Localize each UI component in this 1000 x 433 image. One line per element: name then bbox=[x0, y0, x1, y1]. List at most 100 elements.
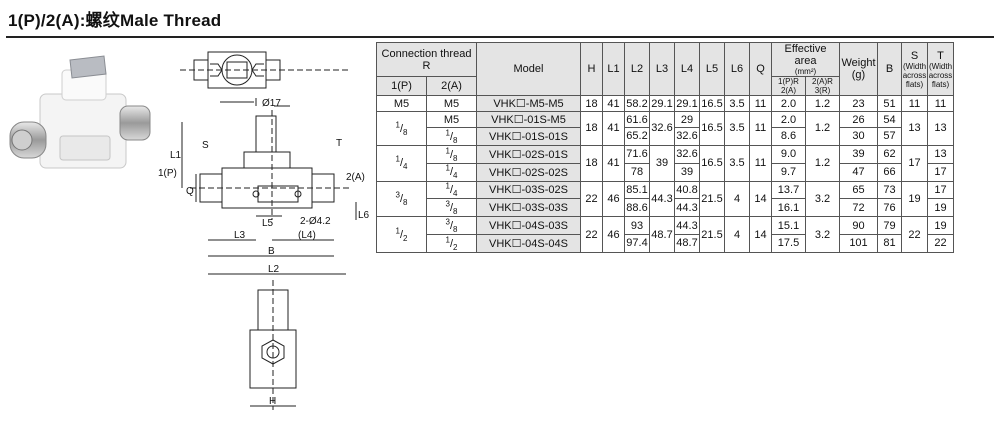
frac-den: 8 bbox=[403, 198, 408, 208]
cell-t: 22 bbox=[927, 234, 954, 253]
cell-model: VHK☐-03S-02S bbox=[476, 180, 581, 200]
cell-l1: 41 bbox=[602, 95, 625, 112]
cell-h: 22 bbox=[580, 180, 603, 218]
label-port2: 2(A) bbox=[346, 172, 365, 183]
cell-t: 11 bbox=[927, 95, 954, 112]
frac-den: 4 bbox=[403, 162, 408, 172]
cell-l3: 44.3 bbox=[649, 180, 675, 218]
cell-weight: 26 bbox=[839, 111, 878, 128]
cell-l1: 46 bbox=[602, 180, 625, 218]
frac-den: 8 bbox=[453, 225, 458, 235]
cell-model: VHK☐-01S-M5 bbox=[476, 111, 581, 128]
label-s: S bbox=[202, 140, 209, 151]
page-title: 1(P)/2(A):螺纹Male Thread bbox=[8, 11, 222, 30]
cell-l3: 48.7 bbox=[649, 216, 675, 253]
cell-model: VHK☐-M5-M5 bbox=[476, 95, 581, 112]
cell-model: VHK☐-04S-03S bbox=[476, 216, 581, 236]
cell-eff-a: 17.5 bbox=[771, 234, 806, 253]
cell-l6: 3.5 bbox=[724, 144, 750, 182]
cell-model: VHK☐-03S-03S bbox=[476, 198, 581, 218]
cell-b: 66 bbox=[877, 162, 902, 182]
cell-weight: 23 bbox=[839, 95, 878, 112]
cell-s: 17 bbox=[901, 144, 928, 182]
cell-l5: 16.5 bbox=[699, 111, 725, 146]
table-row: 1/4 1/8 VHK☐-02S-01S 18 41 71.6 39 32.6 … bbox=[376, 144, 954, 182]
cell-l6: 4 bbox=[724, 216, 750, 253]
frac-den: 8 bbox=[453, 135, 458, 145]
header-l4: L4 bbox=[674, 42, 700, 96]
cell-model: VHK☐-04S-04S bbox=[476, 234, 581, 253]
cell-eff-b: 3.2 bbox=[805, 180, 840, 218]
header-conn-r: R bbox=[422, 59, 431, 72]
cell-b: 73 bbox=[877, 180, 902, 200]
cell-l4: 48.7 bbox=[674, 234, 700, 253]
cell-eff-b: 3.2 bbox=[805, 216, 840, 253]
header-effective-area: Effective area(mm²) bbox=[771, 42, 840, 77]
cell-l4: 44.3 bbox=[674, 198, 700, 218]
frac-den: 8 bbox=[453, 153, 458, 163]
cell-l2: 58.2 bbox=[624, 95, 650, 112]
cell-2a: M5 bbox=[426, 95, 477, 112]
header-l6: L6 bbox=[724, 42, 750, 96]
cell-s: 19 bbox=[901, 180, 928, 218]
frac-num: 1 bbox=[445, 235, 450, 245]
cell-q: 14 bbox=[749, 216, 772, 253]
label-hole: 2-Ø4.2 bbox=[300, 216, 331, 227]
label-l4: (L4) bbox=[298, 230, 316, 241]
cell-l6: 3.5 bbox=[724, 95, 750, 112]
cell-b: 79 bbox=[877, 216, 902, 236]
cell-eff-b: 1.2 bbox=[805, 111, 840, 146]
frac-num: 1 bbox=[395, 120, 400, 129]
header-eff-a: 1(P)R 2(A) bbox=[771, 76, 806, 96]
frac-num: 3 bbox=[445, 217, 450, 227]
cell-t: 17 bbox=[927, 162, 954, 182]
cell-2a: M5 bbox=[426, 111, 477, 128]
cell-s: 22 bbox=[901, 216, 928, 253]
cell-eff-a: 9.7 bbox=[771, 162, 806, 182]
cell-l2: 88.6 bbox=[624, 198, 650, 218]
table-row: 3/8 1/4 VHK☐-03S-02S 22 46 85.1 44.3 40.… bbox=[376, 180, 954, 218]
cell-b: 76 bbox=[877, 198, 902, 218]
label-l3: L3 bbox=[234, 230, 246, 241]
frac-den: 8 bbox=[403, 127, 408, 137]
cell-1p: 1/8 bbox=[376, 111, 427, 146]
cell-s: 11 bbox=[901, 95, 928, 112]
table-row: 1/2 3/8 VHK☐-04S-03S 22 46 93 48.7 44.3 … bbox=[376, 216, 954, 253]
header-conn-text: Connection thread bbox=[381, 47, 472, 60]
table-row: 3/8 VHK☐-03S-03S 88.6 44.3 16.1 72 76 19 bbox=[377, 198, 954, 218]
cell-l6: 4 bbox=[724, 180, 750, 218]
frac-num: 1 bbox=[445, 181, 450, 191]
label-b: B bbox=[268, 246, 275, 257]
cell-l4: 32.6 bbox=[674, 127, 700, 146]
cell-l5: 16.5 bbox=[699, 144, 725, 182]
cell-h: 18 bbox=[580, 111, 603, 146]
cell-l5: 16.5 bbox=[699, 95, 725, 112]
table-row: M5 M5 VHK☐-M5-M5 18 41 58.2 29.1 29.1 16… bbox=[376, 95, 954, 112]
cell-eff-b: 1.2 bbox=[805, 95, 840, 112]
cell-eff-a: 16.1 bbox=[771, 198, 806, 218]
cell-l1: 46 bbox=[602, 216, 625, 253]
header-weight-unit: (g) bbox=[851, 69, 866, 81]
cell-t: 17 bbox=[927, 180, 954, 200]
cell-l4: 29.1 bbox=[674, 95, 700, 112]
cell-b: 54 bbox=[877, 111, 902, 128]
cell-l1: 41 bbox=[602, 111, 625, 146]
table-row: 1/8 M5 VHK☐-01S-M5 18 41 61.6 32.6 29 16… bbox=[376, 111, 954, 146]
header-t-text: T bbox=[937, 49, 944, 62]
cell-eff-a: 2.0 bbox=[771, 111, 806, 128]
table-row: 1/2 VHK☐-04S-04S 97.4 48.7 17.5 101 81 2… bbox=[377, 234, 954, 253]
cell-s: 13 bbox=[901, 111, 928, 146]
frac-den: 8 bbox=[453, 207, 458, 217]
cell-b: 62 bbox=[877, 144, 902, 164]
cell-l5: 21.5 bbox=[699, 180, 725, 218]
cell-h: 22 bbox=[580, 216, 603, 253]
cell-1p: 3/8 bbox=[376, 180, 427, 218]
cell-l2: 97.4 bbox=[624, 234, 650, 253]
header-weight-text: Weight bbox=[841, 57, 876, 69]
label-q: Q bbox=[186, 186, 194, 197]
cell-b: 57 bbox=[877, 127, 902, 146]
cell-b: 51 bbox=[877, 95, 902, 112]
header-s-text: S bbox=[910, 49, 919, 62]
